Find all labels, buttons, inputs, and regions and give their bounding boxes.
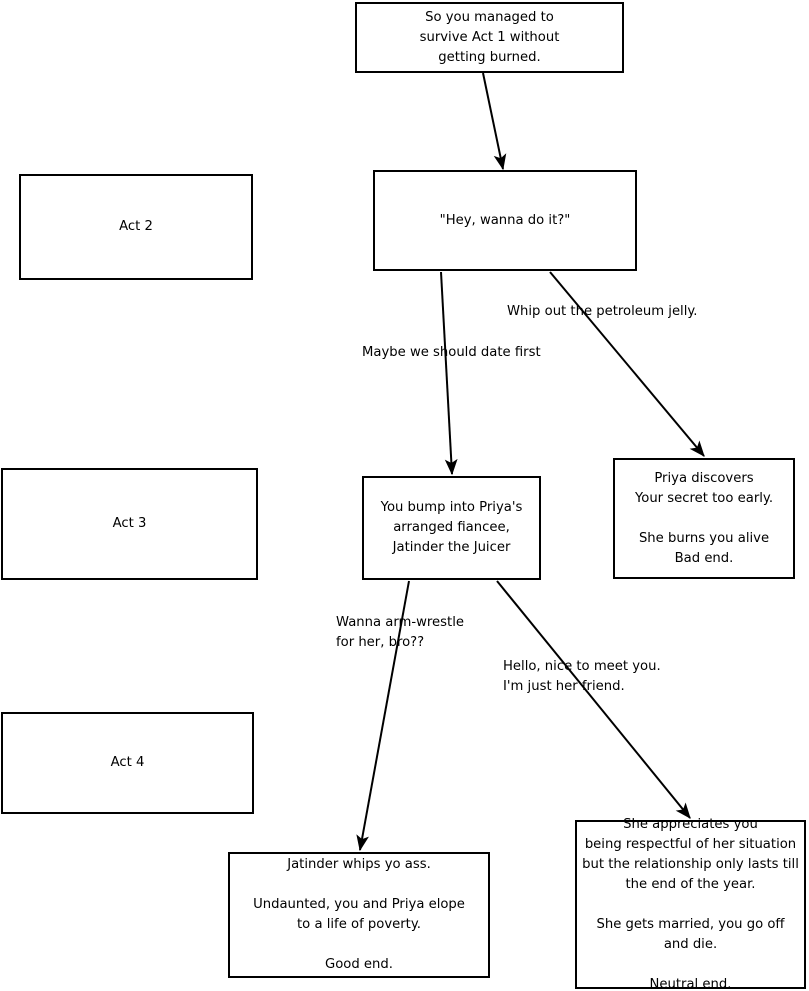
node-bad-end[interactable]: Priya discovers Your secret too early. S… <box>613 458 795 579</box>
node-good-end[interactable]: Jatinder whips yo ass. Undaunted, you an… <box>228 852 490 978</box>
edge-label-date-first: Maybe we should date first <box>362 345 541 360</box>
node-neutral-end[interactable]: She appreciates you being respectful of … <box>575 817 806 991</box>
edge-label-arm-wrestle: Wanna arm-wrestle for her, bro?? <box>336 615 464 650</box>
node-act-2[interactable]: Act 2 <box>19 174 253 280</box>
node-survived-act1[interactable]: So you managed to survive Act 1 without … <box>355 2 624 73</box>
edge-label-petroleum-jelly: Whip out the petroleum jelly. <box>507 304 698 319</box>
node-bump-into-jatinder[interactable]: You bump into Priya's arranged fiancee, … <box>362 476 541 580</box>
node-act-4[interactable]: Act 4 <box>1 712 254 814</box>
edge-hey-to-bad-end <box>549 271 705 457</box>
node-act-3[interactable]: Act 3 <box>1 468 258 580</box>
edge-hey-to-jatinder <box>440 271 458 476</box>
edge-intro-to-hey <box>482 72 507 171</box>
edge-label-just-her-friend: Hello, nice to meet you. I'm just her fr… <box>503 659 661 694</box>
edge-jatinder-to-neutral-end <box>496 580 691 819</box>
node-hey-wanna-do-it[interactable]: "Hey, wanna do it?" <box>373 170 637 271</box>
